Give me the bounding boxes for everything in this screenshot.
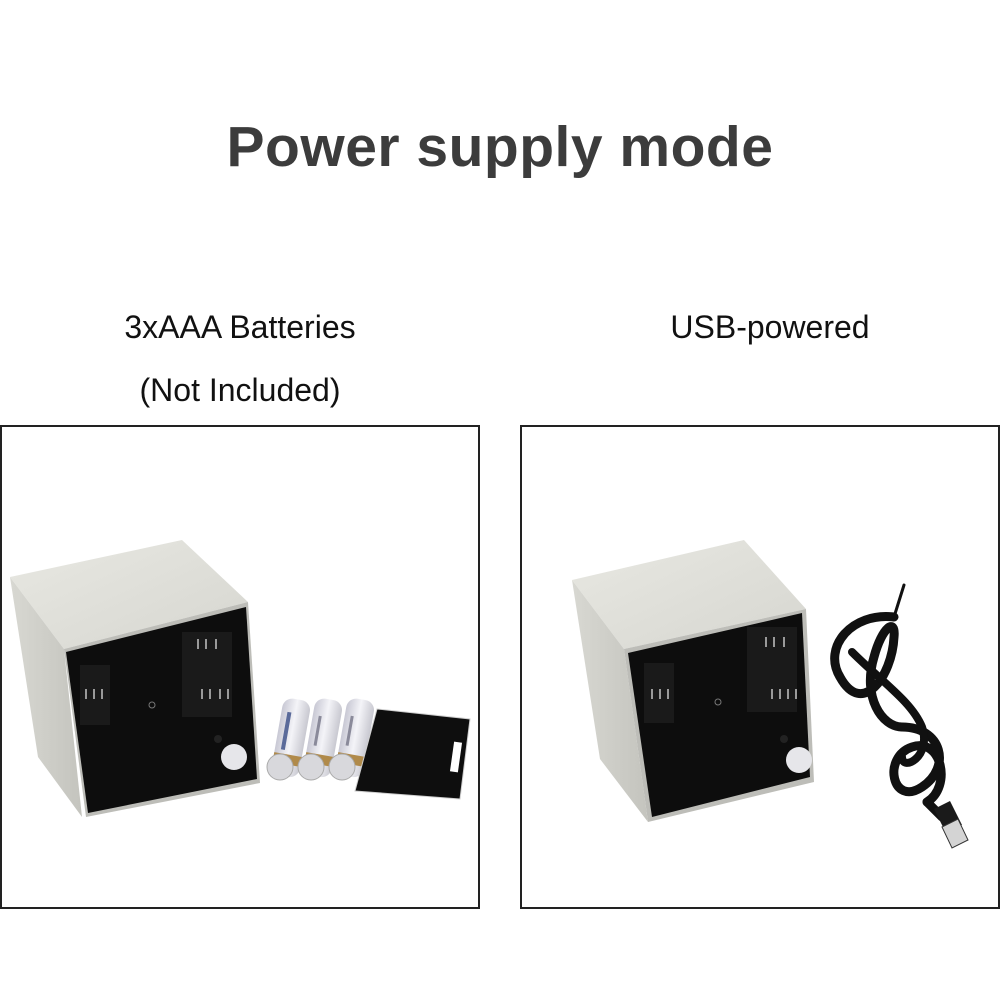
usb-plug-icon <box>934 801 969 849</box>
clock-cube <box>572 540 814 822</box>
usb-cable <box>830 583 947 822</box>
page-title: Power supply mode <box>226 115 774 179</box>
battery-caption-line2: (Not Included) <box>139 372 341 408</box>
clock-button-icon <box>786 747 812 773</box>
usb-caption-line1: USB-powered <box>670 309 870 345</box>
battery-cover <box>354 708 471 800</box>
battery-clock-illustration <box>10 540 471 817</box>
battery-caption-line1: 3xAAA Batteries <box>124 309 356 345</box>
clock-cube <box>10 540 260 817</box>
usb-clock-illustration <box>572 540 969 849</box>
usb-caption: USB-powered <box>560 296 980 359</box>
battery-mode-image <box>0 425 480 909</box>
clock-button-icon <box>221 744 247 770</box>
battery-caption: 3xAAA Batteries (Not Included) <box>40 296 440 422</box>
aaa-batteries <box>266 698 374 781</box>
usb-mode-image <box>520 425 1000 909</box>
